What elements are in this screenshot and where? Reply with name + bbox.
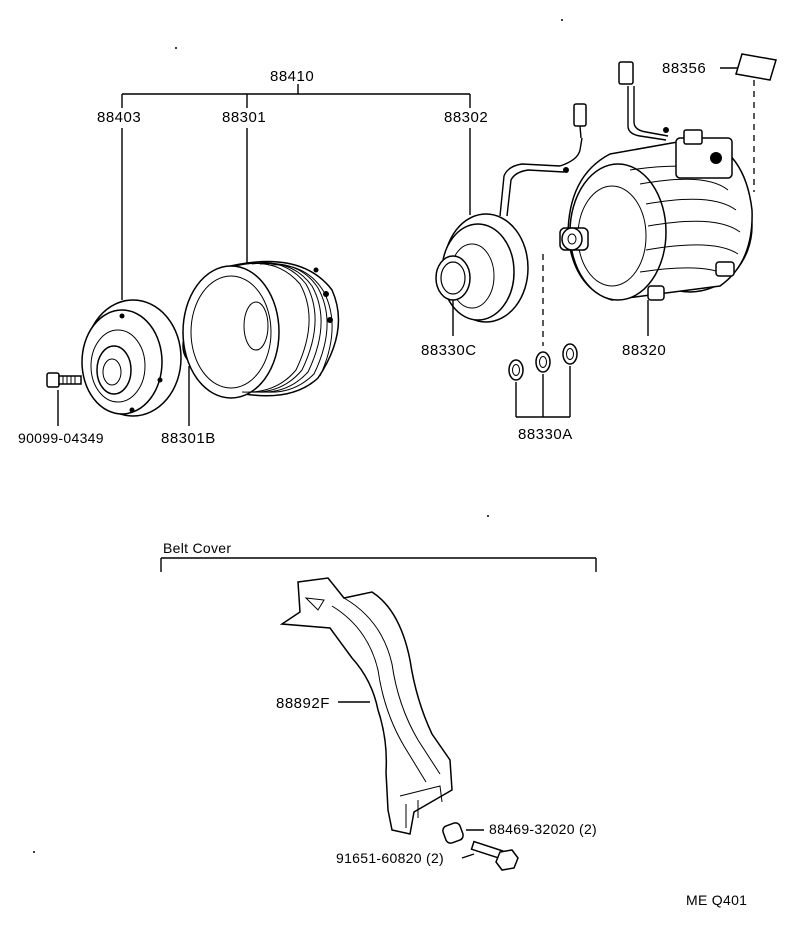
- figure-code: ME Q401: [686, 892, 747, 908]
- label-88356: 88356: [662, 60, 706, 77]
- label-88892f: 88892F: [276, 695, 330, 712]
- clutch-hub-drawing: [81, 299, 182, 417]
- label-91651-60820: 91651-60820 (2): [336, 850, 444, 866]
- leader-cover-bolt: [461, 853, 475, 859]
- plate-drawing: [735, 53, 777, 81]
- belt-cover-title: Belt Cover: [163, 540, 231, 556]
- compressor-drawing: [559, 61, 753, 301]
- collar-drawing: [442, 822, 464, 844]
- belt-cover-bracket: [160, 557, 597, 572]
- label-88403: 88403: [97, 109, 141, 126]
- label-88469-32020: 88469-32020 (2): [489, 821, 597, 837]
- pulley-drawing: [182, 260, 340, 399]
- label-88330c: 88330C: [421, 342, 477, 359]
- label-88410: 88410: [270, 68, 314, 85]
- shims-bracket: [515, 366, 571, 418]
- label-90099-04349: 90099-04349: [18, 430, 104, 446]
- cover-bolt-drawing: [470, 840, 519, 871]
- label-88330a: 88330A: [518, 426, 573, 443]
- shims-drawing: [508, 343, 578, 381]
- scan-specks: [33, 19, 563, 853]
- label-88302: 88302: [444, 109, 488, 126]
- assembly-bracket: [121, 84, 471, 108]
- label-88301: 88301: [222, 109, 266, 126]
- belt-cover-drawing: [279, 577, 453, 835]
- hub-bolt-drawing: [46, 372, 82, 388]
- label-88301b: 88301B: [161, 430, 216, 447]
- stator-ring-drawing: [435, 255, 471, 301]
- label-88320: 88320: [622, 342, 666, 359]
